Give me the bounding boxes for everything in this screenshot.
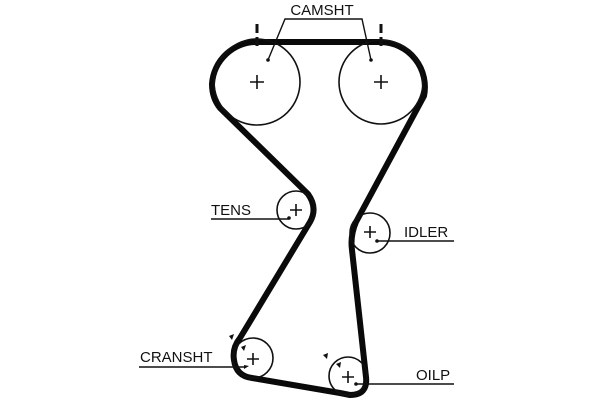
idler-label: IDLER [404,224,448,241]
timing-arrow-icon [336,362,341,368]
oil-pump-label: OILP [416,367,450,384]
timing-arrow-icon [241,345,246,351]
center-cross-icon [342,371,354,383]
center-cross-icon [247,353,259,365]
timing-arrow-icon [323,353,328,359]
tensioner-pulley [276,190,316,230]
camshaft-label: CAMSHT [290,2,353,19]
camshaft-leader [267,18,372,61]
center-cross-icon [364,226,376,238]
center-cross-icon [374,75,388,89]
tensioner-label: TENS [211,202,251,219]
camshaft-right-pulley [338,24,424,125]
crankshaft-label: CRANSHT [140,349,213,366]
center-cross-icon [250,75,264,89]
timing-belt [209,38,428,398]
idler-pulley [349,212,391,254]
timing-arrow-icon [244,365,249,369]
crankshaft-pulley [229,334,274,379]
timing-arrow-icon [229,334,234,340]
center-cross-icon [290,204,302,216]
